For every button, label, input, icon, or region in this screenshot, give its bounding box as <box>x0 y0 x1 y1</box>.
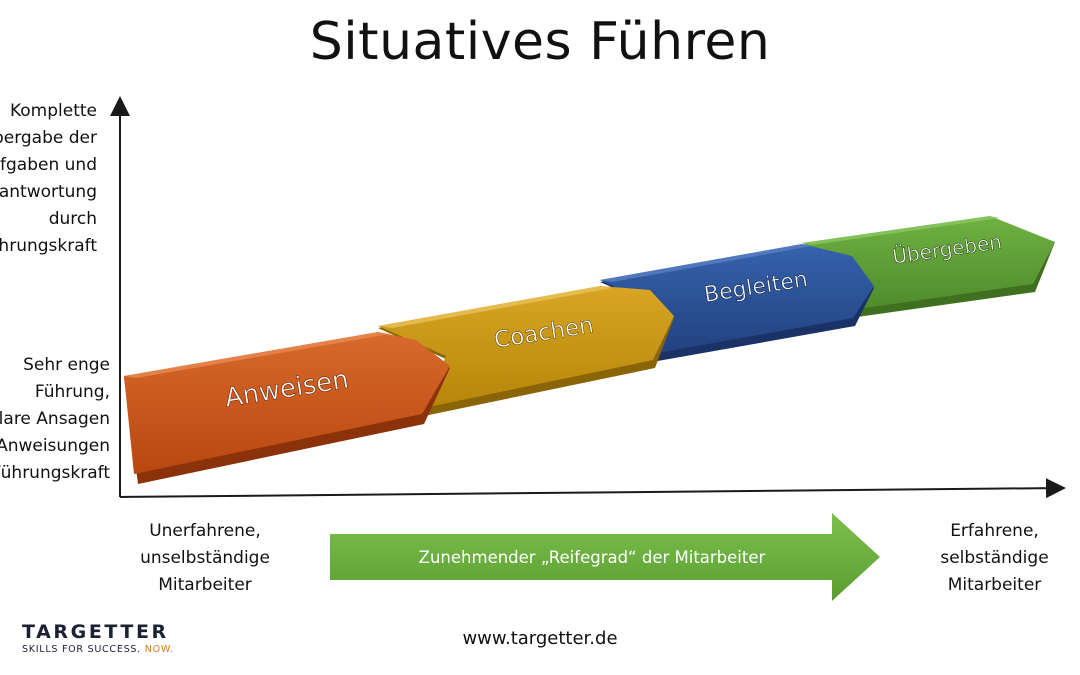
stage-anweisen-arrow: Anweisen <box>124 332 450 484</box>
logo-name: TARGETTER <box>22 621 169 643</box>
x-axis-left-label: Unerfahrene, unselbständige Mitarbeiter <box>140 521 270 595</box>
x-axis <box>119 478 1066 499</box>
maturity-arrow: Zunehmender „Reifegrad“ der Mitarbeiter <box>330 513 880 601</box>
stage-coachen-arrow: Coachen <box>378 286 674 416</box>
logo-tagline-text: SKILLS FOR SUCCESS. <box>22 644 141 655</box>
x-axis-right-label: Erfahrene, selbständige Mitarbeiter <box>940 521 1049 595</box>
y-axis-bottom-label: Sehr enge Führung, klare Ansagen und Anw… <box>0 355 110 483</box>
maturity-arrow-label: Zunehmender „Reifegrad“ der Mitarbeiter <box>419 548 766 567</box>
page-title: Situatives Führen <box>309 12 771 72</box>
stage-uebergeben-arrow: Übergeben <box>802 216 1055 318</box>
logo-tagline: SKILLS FOR SUCCESS. NOW. <box>22 644 174 655</box>
y-axis-top-label: Komplette Übergabe der Aufgaben und Vera… <box>0 101 97 256</box>
footer-url: www.targetter.de <box>462 628 618 649</box>
targetter-logo: TARGETTER SKILLS FOR SUCCESS. NOW. <box>22 622 174 655</box>
logo-tagline-accent: NOW. <box>144 644 174 655</box>
